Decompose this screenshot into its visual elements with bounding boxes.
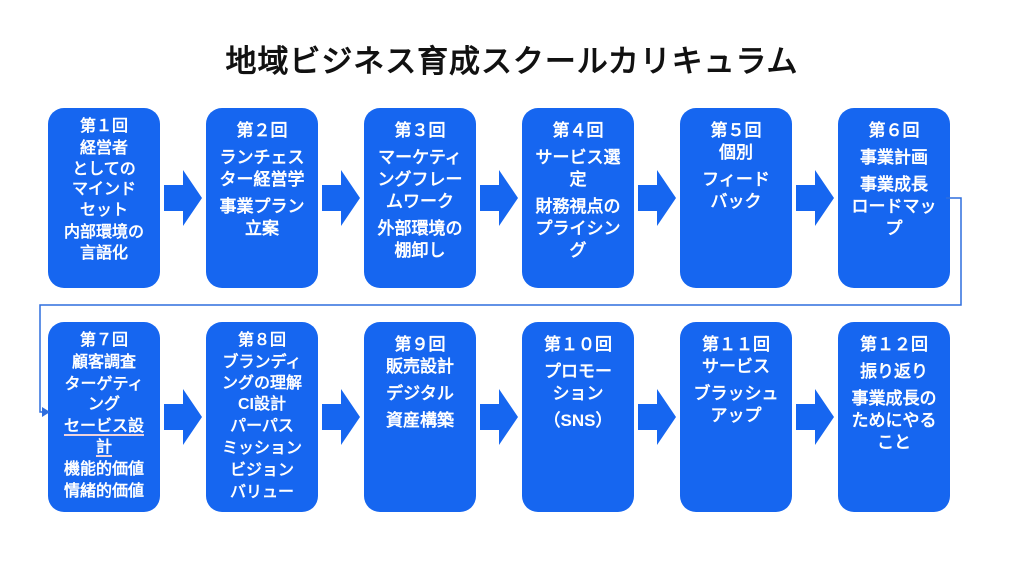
curriculum-row-1: 第１回経営者 としての マインド セット内部環境の 言語化第２回ランチェス ター… bbox=[48, 108, 950, 288]
session-topic: 情緒的価値 bbox=[63, 482, 144, 500]
session-number: 第７回 bbox=[79, 332, 128, 349]
session-topic: 経営者 としての マインド セット bbox=[71, 139, 136, 220]
session-topic: 資産構築 bbox=[386, 411, 454, 431]
curriculum-box-2: 第２回ランチェス ター経営学事業プラン 立案 bbox=[206, 108, 318, 288]
session-topic: 財務視点の プライシン グ bbox=[535, 197, 621, 261]
curriculum-box-3: 第３回マーケティ ングフレー ムワーク外部環境の 棚卸し bbox=[364, 108, 476, 288]
curriculum-row-2: 第７回顧客調査ターゲティ ングセービス設 計機能的価値情緒的価値第８回ブランディ… bbox=[48, 322, 950, 512]
session-topic: バリュー bbox=[229, 483, 294, 501]
curriculum-box-5: 第５回 個別フィード バック bbox=[680, 108, 792, 288]
curriculum-box-9: 第９回 販売設計デジタル資産構築 bbox=[364, 322, 476, 512]
session-number: 第４回 bbox=[552, 121, 604, 140]
session-topic: 外部環境の 棚卸し bbox=[377, 219, 463, 261]
session-number: 第１０回 bbox=[544, 335, 612, 354]
session-topic: 顧客調査 bbox=[71, 353, 136, 371]
session-topic: プロモー ション bbox=[544, 362, 612, 404]
flow-arrow-icon bbox=[638, 389, 676, 445]
session-topic: ターゲティ ング bbox=[64, 375, 144, 414]
session-number: 第８回 bbox=[237, 332, 286, 349]
flow-arrow-icon bbox=[796, 389, 834, 445]
session-topic: ビジョン bbox=[229, 461, 294, 479]
session-topic: 事業成長 ロードマッ プ bbox=[851, 175, 937, 239]
session-number: 第６回 bbox=[868, 121, 920, 140]
curriculum-box-6: 第６回事業計画事業成長 ロードマッ プ bbox=[838, 108, 950, 288]
session-topic: フィード バック bbox=[702, 170, 770, 212]
session-topic: （SNS） bbox=[543, 411, 613, 431]
curriculum-box-11: 第１１回 サービスブラッシュ アップ bbox=[680, 322, 792, 512]
session-topic: 振り返り bbox=[860, 362, 928, 382]
session-number: 第５回 個別 bbox=[710, 121, 762, 163]
session-topic: 事業プラン 立案 bbox=[219, 197, 305, 239]
session-number: 第３回 bbox=[394, 121, 446, 140]
session-topic: マーケティ ングフレー ムワーク bbox=[377, 148, 463, 212]
curriculum-box-7: 第７回顧客調査ターゲティ ングセービス設 計機能的価値情緒的価値 bbox=[48, 322, 160, 512]
page-title: 地域ビジネス育成スクールカリキュラム bbox=[225, 44, 799, 79]
flow-arrow-icon bbox=[322, 170, 360, 226]
session-number: 第９回 販売設計 bbox=[386, 335, 454, 377]
session-topic: ランチェス ター経営学 bbox=[219, 148, 305, 190]
flow-arrow-icon bbox=[796, 170, 834, 226]
session-number: 第１回 bbox=[79, 118, 128, 135]
flow-arrow-icon bbox=[164, 170, 202, 226]
session-topic: ミッション bbox=[221, 439, 302, 457]
flow-arrow-icon bbox=[638, 170, 676, 226]
curriculum-box-8: 第８回ブランディ ングの理解 CI設計パーパスミッションビジョンバリュー bbox=[206, 322, 318, 512]
session-number: 第１２回 bbox=[860, 335, 928, 354]
session-topic: サービス選 定 bbox=[535, 148, 621, 190]
session-topic: ブランディ ングの理解 bbox=[221, 353, 302, 392]
session-number: 第２回 bbox=[236, 121, 288, 140]
session-topic: セービス設 計 bbox=[63, 418, 144, 456]
flow-arrow-icon bbox=[322, 389, 360, 445]
curriculum-box-10: 第１０回プロモー ション （SNS） bbox=[522, 322, 634, 512]
session-topic: パーパス bbox=[230, 418, 294, 436]
session-topic: 内部環境の 言語化 bbox=[63, 223, 144, 262]
curriculum-box-1: 第１回経営者 としての マインド セット内部環境の 言語化 bbox=[48, 108, 160, 288]
session-topic: 事業成長の ためにやる こと bbox=[851, 389, 937, 453]
session-topic: デジタル bbox=[386, 384, 454, 404]
session-topic: 事業計画 bbox=[860, 148, 928, 168]
session-topic: ブラッシュ アップ bbox=[693, 384, 779, 426]
flow-arrow-icon bbox=[480, 389, 518, 445]
session-number: 第１１回 サービス bbox=[702, 335, 770, 377]
flow-arrow-icon bbox=[164, 389, 202, 445]
curriculum-box-12: 第１２回振り返り事業成長の ためにやる こと bbox=[838, 322, 950, 512]
curriculum-box-4: 第４回サービス選 定財務視点の プライシン グ bbox=[522, 108, 634, 288]
flow-arrow-icon bbox=[480, 170, 518, 226]
session-topic: CI設計 bbox=[237, 396, 286, 414]
session-topic: 機能的価値 bbox=[63, 460, 144, 478]
